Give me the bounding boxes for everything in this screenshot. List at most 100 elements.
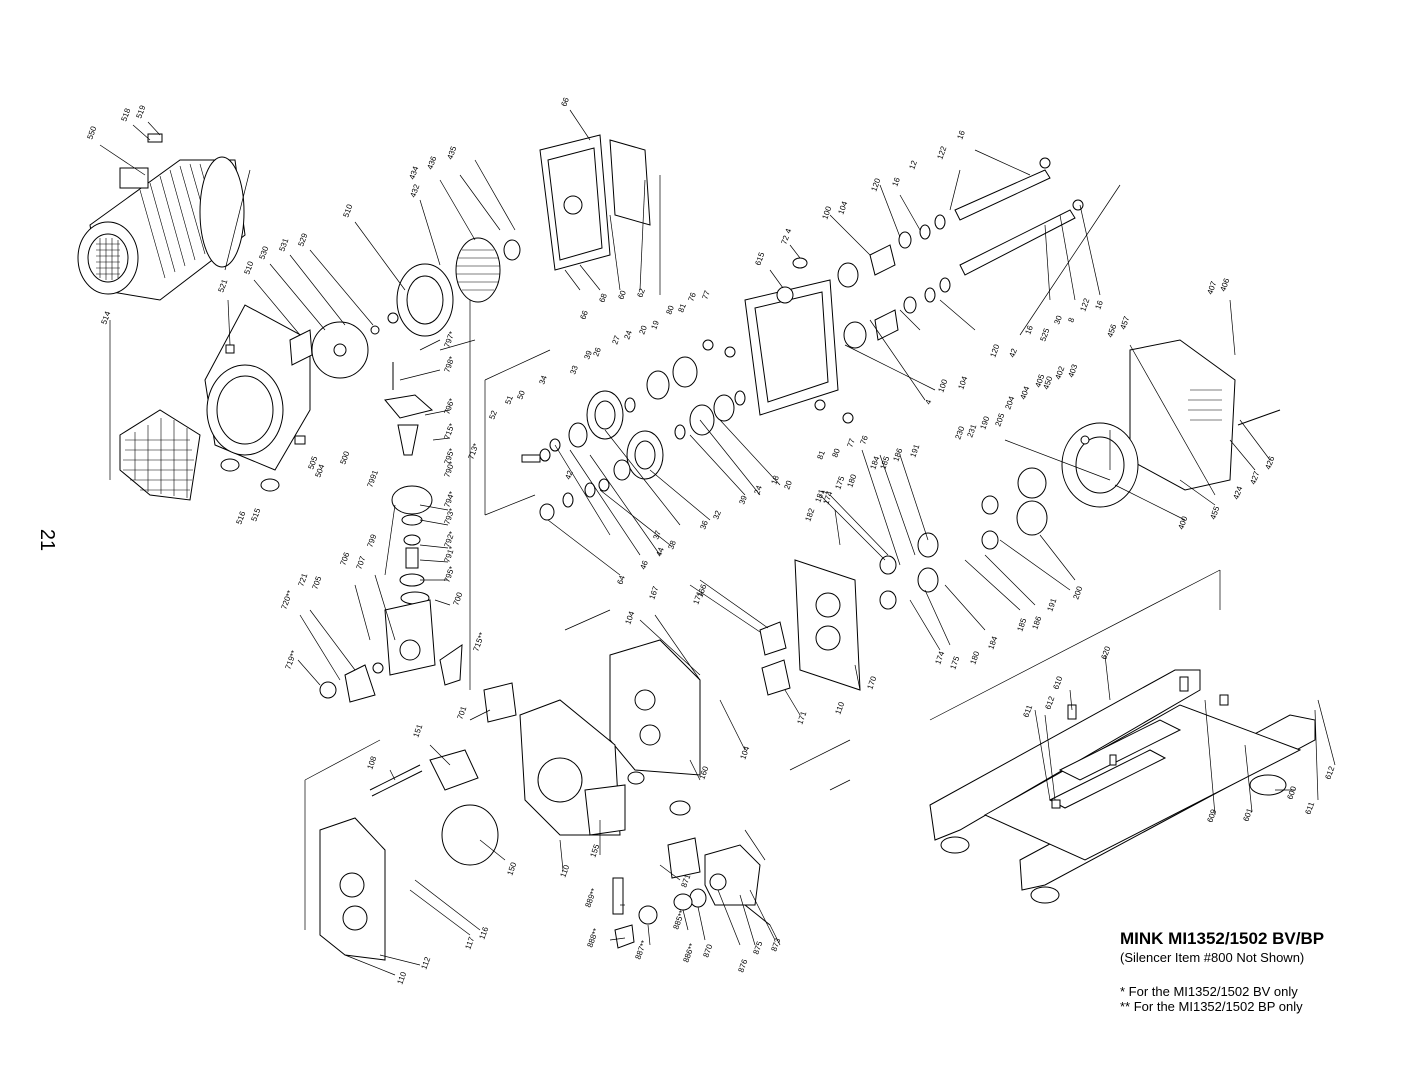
part-label-81: 81 [676, 302, 688, 314]
part-label-81b: 81 [815, 449, 827, 461]
part-label-19: 19 [649, 319, 661, 331]
part-label-456: 456 [1105, 323, 1118, 339]
part-label-20a: 20 [637, 324, 649, 336]
part-label-720: 720** [279, 589, 294, 610]
silencer-box [1061, 339, 1281, 508]
part-label-110c: 110 [395, 970, 408, 986]
part-label-505: 505 [306, 455, 319, 471]
part-label-180a: 180 [845, 473, 858, 489]
part-label-601: 601 [1241, 807, 1254, 823]
rear-housing [759, 467, 1048, 696]
part-label-518: 518 [119, 107, 132, 123]
part-label-519: 519 [134, 104, 147, 120]
part-label-77b: 77 [845, 437, 857, 449]
part-label-100b: 100 [936, 378, 949, 394]
part-label-160: 160 [697, 765, 710, 781]
gearbox-housing [744, 257, 854, 424]
part-label-110a: 110 [833, 700, 846, 716]
part-label-706: 706 [338, 551, 351, 567]
part-label-798: 798* [442, 355, 456, 374]
part-label-186a: 186 [891, 447, 904, 463]
part-label-175b: 175 [948, 655, 961, 671]
part-label-610: 610 [1051, 675, 1064, 691]
part-label-886: 886** [681, 942, 696, 963]
part-label-795b: 795* [442, 565, 456, 584]
part-label-151: 151 [411, 723, 424, 739]
part-label-120b: 120 [988, 343, 1001, 359]
part-label-793: 793* [442, 507, 456, 526]
part-label-110b: 110 [558, 863, 571, 879]
part-label-529: 529 [296, 232, 309, 248]
part-label-12: 12 [907, 159, 919, 171]
part-label-200: 200 [1071, 585, 1084, 601]
part-label-515: 515 [249, 507, 262, 523]
fittings [612, 837, 771, 949]
part-label-100a: 100 [820, 205, 833, 221]
part-label-230: 230 [953, 425, 966, 441]
part-label-875: 875 [751, 940, 764, 956]
part-label-76a: 76 [686, 291, 698, 303]
part-label-885: 885** [671, 909, 686, 930]
footnote-bv: * For the MI1352/1502 BV only [1120, 984, 1298, 999]
part-label-104c: 104 [623, 610, 636, 626]
part-label-44: 44 [654, 546, 666, 558]
part-label-16c: 16 [1093, 299, 1105, 311]
motor-flange [204, 304, 369, 492]
part-label-66a: 66 [559, 96, 571, 108]
part-label-707: 707 [354, 555, 367, 571]
part-label-434: 434 [407, 165, 420, 181]
part-label-24a: 24 [622, 329, 634, 341]
part-label-799: 799 [365, 533, 378, 549]
part-label-170: 170 [865, 675, 878, 691]
part-label-104b: 104 [956, 375, 969, 391]
part-label-66b: 66 [578, 309, 590, 321]
part-label-52: 52 [487, 409, 499, 421]
part-label-72: 72 [779, 234, 791, 246]
part-label-80b: 80 [830, 447, 842, 459]
part-label-531: 531 [277, 237, 290, 253]
part-label-500: 500 [338, 450, 351, 466]
part-label-171a: 171 [691, 590, 704, 606]
part-label-167: 167 [647, 585, 660, 601]
part-label-525: 525 [1038, 327, 1051, 343]
part-label-876: 876 [736, 958, 749, 974]
part-label-50: 50 [515, 389, 527, 401]
part-label-104d: 104 [738, 745, 751, 761]
part-label-715a: 715* [442, 422, 456, 441]
part-label-16d: 16 [1023, 324, 1035, 336]
part-label-426: 426 [1263, 455, 1276, 471]
part-label-155: 155 [588, 843, 601, 859]
gear-set [521, 339, 746, 521]
part-label-60: 60 [616, 289, 628, 301]
part-label-457: 457 [1118, 315, 1131, 331]
part-label-1: 1 [819, 488, 829, 496]
part-label-174b: 174 [933, 650, 946, 666]
part-label-794: 794* [442, 490, 456, 509]
part-label-64: 64 [615, 574, 627, 586]
part-label-404: 404 [1018, 385, 1031, 401]
part-label-39a: 39 [582, 349, 594, 361]
part-label-51: 51 [503, 394, 515, 406]
part-label-18: 18 [769, 474, 781, 486]
part-label-514: 514 [99, 310, 112, 326]
part-label-174a: 174 [821, 490, 834, 506]
part-label-33: 33 [568, 364, 580, 376]
part-label-184b: 184 [986, 635, 999, 651]
part-label-407: 407 [1205, 280, 1218, 296]
part-label-611b: 611 [1303, 800, 1316, 816]
part-label-871: 871 [679, 873, 692, 889]
part-label-402: 402 [1053, 365, 1066, 381]
part-label-504: 504 [313, 463, 326, 479]
part-label-888: 888** [585, 927, 600, 948]
part-label-705: 705 [310, 575, 323, 591]
page-number: 21 [36, 528, 58, 552]
part-label-42b: 42 [1007, 347, 1019, 359]
part-label-16b: 16 [890, 176, 902, 188]
part-label-887: 887** [633, 939, 648, 960]
part-label-27: 27 [610, 334, 622, 346]
part-label-68: 68 [597, 292, 609, 304]
part-label-510a: 510 [242, 260, 255, 276]
part-label-721: 721 [296, 572, 309, 588]
footnote-bp: ** For the MI1352/1502 BP only [1120, 999, 1303, 1014]
